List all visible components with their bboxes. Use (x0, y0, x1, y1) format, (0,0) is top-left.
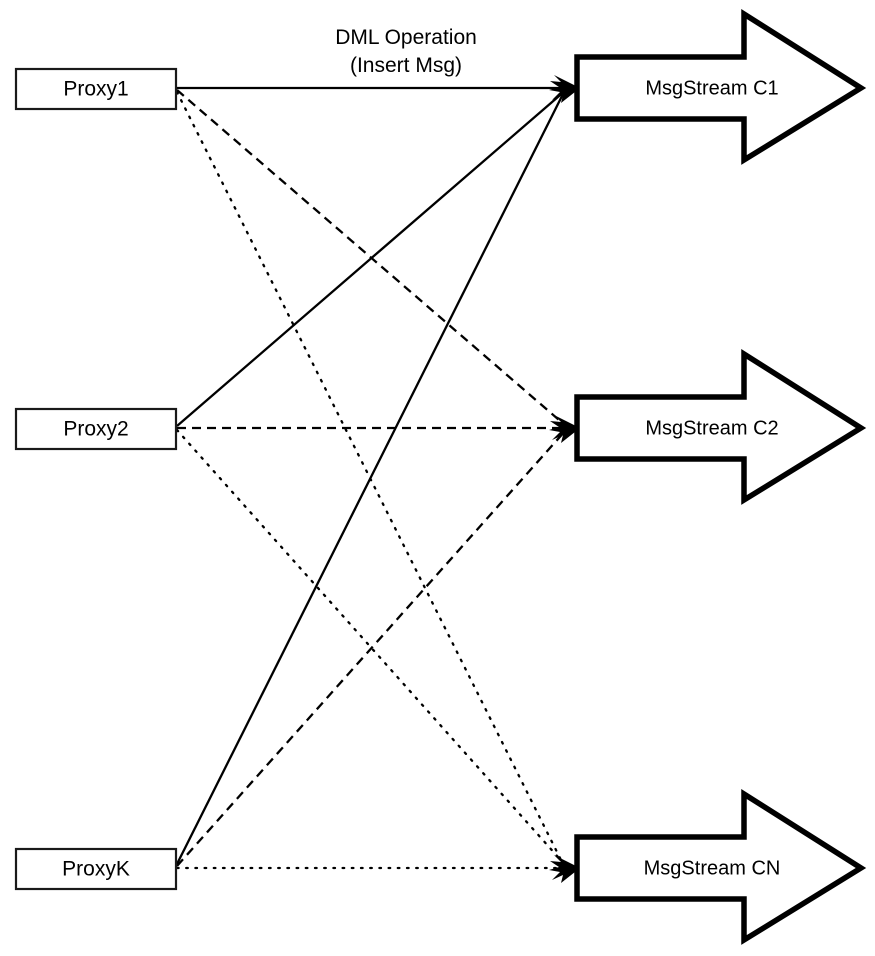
msgstream-c1-arrow-shape[interactable] (574, 9, 867, 165)
msgstream-node-group: MsgStream C1 MsgStream C2 MsgStream CN (574, 9, 867, 945)
edge-proxyk-to-msgstream-c1[interactable] (175, 91, 566, 865)
msgstream-cn-arrow-shape[interactable] (574, 789, 867, 945)
edge-proxy2-to-msgstream-cn[interactable] (175, 428, 568, 868)
dml-operation-line2: (Insert Msg) (350, 54, 462, 77)
proxy1-label: Proxy1 (63, 78, 128, 101)
dml-operation-annotation: DML Operation (Insert Msg) (335, 26, 477, 77)
msgstream-c2-label: MsgStream C2 (645, 417, 778, 439)
edge-layer (175, 86, 570, 870)
proxy2-box[interactable] (14, 407, 178, 451)
proxy1-box[interactable] (14, 67, 178, 111)
arrowhead-icon-msgstream-c2 (549, 415, 580, 443)
msgstream-node-c2[interactable]: MsgStream C2 (574, 349, 867, 505)
msgstream-node-cn[interactable]: MsgStream CN (574, 789, 867, 945)
edge-proxy2-to-msgstream-c1[interactable] (176, 89, 567, 427)
dml-operation-line1: DML Operation (335, 26, 477, 49)
proxyk-label: ProxyK (62, 858, 130, 881)
proxyk-box[interactable] (14, 847, 178, 891)
proxy2-label: Proxy2 (63, 418, 128, 441)
msgstream-cn-label: MsgStream CN (644, 857, 781, 879)
arrowhead-layer (549, 75, 580, 883)
msgstream-c2-arrow-shape[interactable] (574, 349, 867, 505)
proxy-node-proxy2[interactable]: Proxy2 (14, 407, 178, 451)
arrowhead-icon-msgstream-c1 (549, 75, 580, 103)
proxy-node-group: Proxy1 Proxy2 ProxyK (14, 67, 178, 891)
msgstream-c1-label: MsgStream C1 (645, 77, 778, 99)
proxy-node-proxy1[interactable]: Proxy1 (14, 67, 178, 111)
msgstream-node-c1[interactable]: MsgStream C1 (574, 9, 867, 165)
edge-proxyk-to-msgstream-c2[interactable] (176, 429, 567, 867)
proxy-node-proxyk[interactable]: ProxyK (14, 847, 178, 891)
arrowhead-icon-msgstream-cn (549, 855, 580, 883)
